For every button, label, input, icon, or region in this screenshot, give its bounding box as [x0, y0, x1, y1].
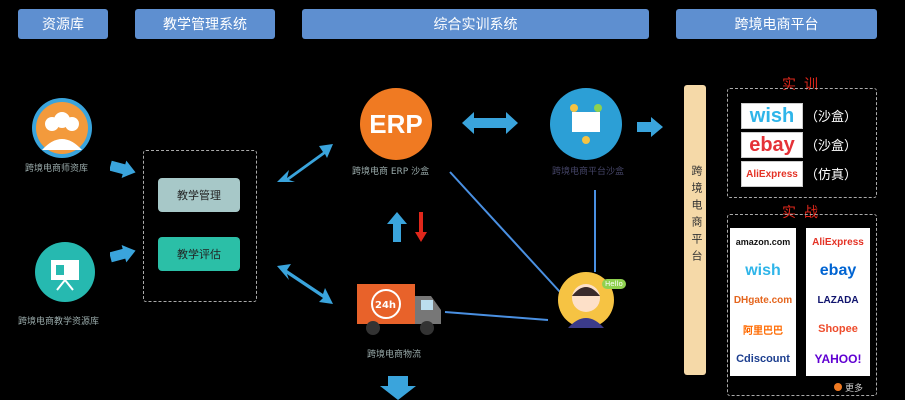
dhgate-logo[interactable]: DHgate.com: [732, 288, 794, 312]
live-right-column: AliExpress ebay LAZADA Shopee YAHOO!: [806, 228, 870, 376]
wish-sandbox-note: （沙盒）: [805, 110, 858, 125]
hello-bubble: Hello: [602, 279, 626, 289]
arrow-right-icon: [110, 160, 136, 178]
teaching-management-box: [143, 150, 257, 302]
logistics-badge: 24h: [375, 300, 397, 311]
arrow-down-icon: [380, 376, 416, 400]
aliexpress-logo[interactable]: AliExpress: [807, 230, 869, 254]
platform-column: [684, 85, 706, 375]
cdiscount-logo[interactable]: Cdiscount: [732, 346, 794, 372]
erp-label: 跨境电商 ERP 沙盒: [352, 167, 430, 177]
arrow-right-icon: [110, 245, 136, 263]
shopee-logo[interactable]: Shopee: [807, 317, 869, 341]
wish-sandbox-logo[interactable]: wish: [741, 103, 803, 129]
resource-library-label: 跨境电商教学资源库: [18, 317, 100, 327]
ebay-sandbox-logo[interactable]: ebay: [741, 132, 803, 158]
double-arrow-icon: [277, 144, 333, 182]
logistics-truck-icon: 24h: [355, 278, 445, 338]
platform-sandbox-icon: [550, 88, 622, 160]
aliexpress-sandbox-logo[interactable]: AliExpress: [741, 161, 803, 187]
logistics-label: 跨境电商物流: [367, 350, 422, 360]
live-box: [727, 214, 877, 396]
double-arrow-icon: [277, 264, 333, 304]
header-resource-library: 资源库: [18, 9, 108, 39]
live-left-column: amazon.com wish DHgate.com 阿里巴巴 Cdiscoun…: [730, 228, 796, 376]
platform-sandbox-label: 跨境电商平台沙盒: [552, 167, 625, 177]
arrow-up-icon: [387, 212, 407, 242]
more-link[interactable]: 更多: [845, 384, 864, 394]
header-training-system: 综合实训系统: [302, 9, 649, 39]
teaching-evaluation-button[interactable]: 教学评估: [158, 237, 240, 271]
amazon-logo[interactable]: amazon.com: [732, 230, 794, 254]
arrow-right-icon: [637, 117, 663, 137]
lazada-logo[interactable]: LAZADA: [807, 288, 869, 312]
resource-library-icon: [35, 242, 95, 302]
double-arrow-icon: [462, 112, 518, 134]
teacher-pool-icon: [32, 98, 92, 158]
aliexpress-sandbox-note: （仿真）: [805, 168, 858, 183]
yahoo-logo[interactable]: YAHOO!: [807, 346, 869, 372]
training-title: 实训: [782, 77, 826, 93]
alibaba-logo[interactable]: 阿里巴巴: [732, 317, 794, 341]
live-title: 实战: [782, 205, 826, 221]
erp-logo-text: ERP: [369, 108, 423, 139]
teaching-management-button[interactable]: 教学管理: [158, 178, 240, 212]
arrow-down-icon: [415, 212, 427, 242]
ebay-sandbox-note: （沙盒）: [805, 139, 858, 154]
erp-icon: ERP: [360, 88, 432, 160]
header-teaching-management: 教学管理系统: [135, 9, 275, 39]
platform-column-label: 跨境电商平台: [690, 165, 703, 267]
ebay-logo[interactable]: ebay: [807, 259, 869, 283]
header-ecommerce-platform: 跨境电商平台: [676, 9, 877, 39]
more-icon: [834, 383, 842, 391]
teacher-pool-label: 跨境电商师资库: [25, 164, 89, 174]
wish-logo[interactable]: wish: [732, 259, 794, 283]
training-box: [727, 88, 877, 198]
